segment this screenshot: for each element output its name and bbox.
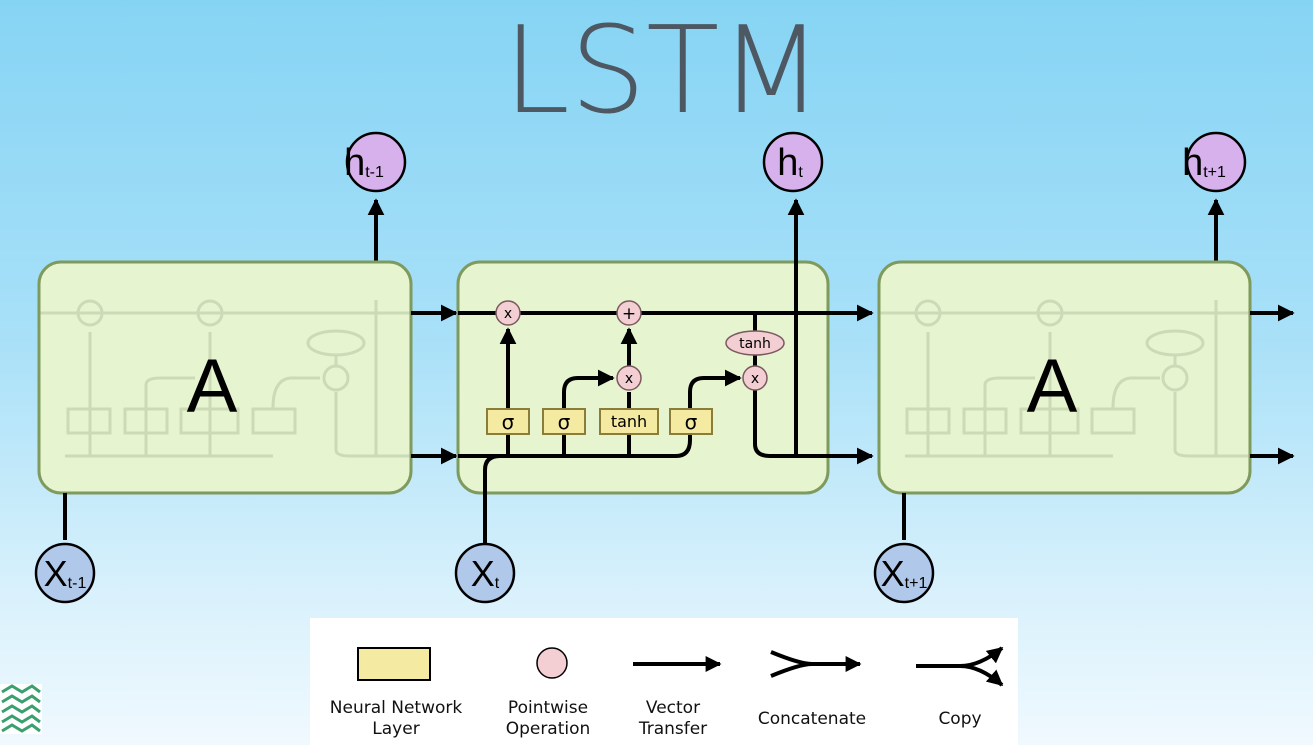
output-multiply-label: x	[751, 371, 759, 387]
forget-gate-label: σ	[502, 410, 515, 434]
tanh-op-label: tanh	[739, 336, 771, 352]
faded-internals-left	[39, 299, 411, 458]
legend-layer-icon	[357, 647, 431, 681]
forget-gate-layer	[486, 408, 530, 435]
lstm-cell-middle: σ σ tanh σ x + x x tanh	[456, 198, 874, 543]
cell-label-left: A	[187, 344, 238, 429]
input-multiply-op	[616, 365, 642, 391]
legend-label-layer: Neural Network Layer	[329, 698, 463, 739]
x-curr-sub: t	[495, 575, 500, 592]
hidden-state-out	[753, 390, 874, 465]
svg-text:ht-1: ht-1	[344, 142, 384, 184]
svg-text:Xt+1: Xt+1	[881, 553, 928, 594]
lstm-cell-right: A	[877, 198, 1295, 540]
h-prev-base: h	[344, 142, 365, 184]
cell-label-right: A	[1027, 344, 1078, 429]
input-path-middle	[483, 433, 692, 543]
x-prev-sub: t-1	[68, 575, 87, 592]
candidate-layer	[599, 408, 659, 435]
legend-pointwise-icon	[536, 647, 568, 679]
legend: Neural Network Layer Pointwise Operation…	[310, 618, 1018, 745]
tanh-op	[725, 330, 785, 356]
h-next-base: h	[1182, 142, 1203, 184]
h-node-prev: ht-1	[344, 131, 407, 193]
x-node-prev: Xt-1	[34, 542, 96, 604]
svg-text:Xt: Xt	[471, 553, 500, 594]
input-gate-label: σ	[558, 410, 571, 434]
add-label: +	[622, 304, 636, 324]
x-next-sub: t+1	[905, 575, 928, 592]
x-prev-base: X	[44, 553, 68, 594]
input-gate-layer	[542, 408, 586, 435]
h-prev-sub: t-1	[365, 164, 384, 181]
h-node-current: ht	[762, 131, 824, 193]
svg-text:ht: ht	[777, 142, 803, 184]
page-title: LSTM	[503, 2, 823, 141]
faded-internals-right	[879, 299, 1250, 458]
cell-box-right	[877, 260, 1252, 495]
x-node-next: Xt+1	[873, 542, 935, 604]
svg-text:Xt-1: Xt-1	[44, 553, 87, 594]
legend-label-copy: Copy	[938, 709, 982, 729]
output-gate-arrow	[688, 369, 742, 409]
legend-copy-icon	[916, 646, 1004, 687]
cell-box-left	[37, 260, 413, 495]
forget-multiply-label: x	[504, 306, 512, 322]
input-multiply-label: x	[625, 371, 633, 387]
output-multiply-op	[742, 365, 768, 391]
h-next-sub: t+1	[1203, 164, 1226, 181]
add-op	[616, 300, 642, 326]
candidate-label: tanh	[611, 412, 647, 431]
input-gate-arrow	[562, 369, 615, 409]
output-gate-layer	[669, 408, 713, 435]
legend-label-pointwise: Pointwise Operation	[505, 698, 591, 739]
svg-text:ht+1: ht+1	[1182, 142, 1226, 184]
legend-label-vector: Vector Transfer	[638, 698, 708, 739]
x-next-base: X	[881, 553, 905, 594]
corner-logo-icon	[0, 684, 42, 734]
h-curr-base: h	[777, 142, 798, 184]
h-curr-sub: t	[798, 164, 803, 181]
cell-box-middle	[456, 260, 830, 495]
h-node-next: ht+1	[1182, 131, 1247, 193]
output-gate-label: σ	[685, 410, 698, 434]
x-node-current: Xt	[454, 542, 516, 604]
lstm-cell-left: A	[37, 198, 458, 540]
legend-symbols	[357, 646, 1004, 687]
legend-label-concatenate: Concatenate	[757, 709, 867, 729]
x-curr-base: X	[471, 553, 495, 594]
legend-concatenate-icon	[770, 650, 862, 678]
forget-multiply-op	[495, 300, 521, 326]
